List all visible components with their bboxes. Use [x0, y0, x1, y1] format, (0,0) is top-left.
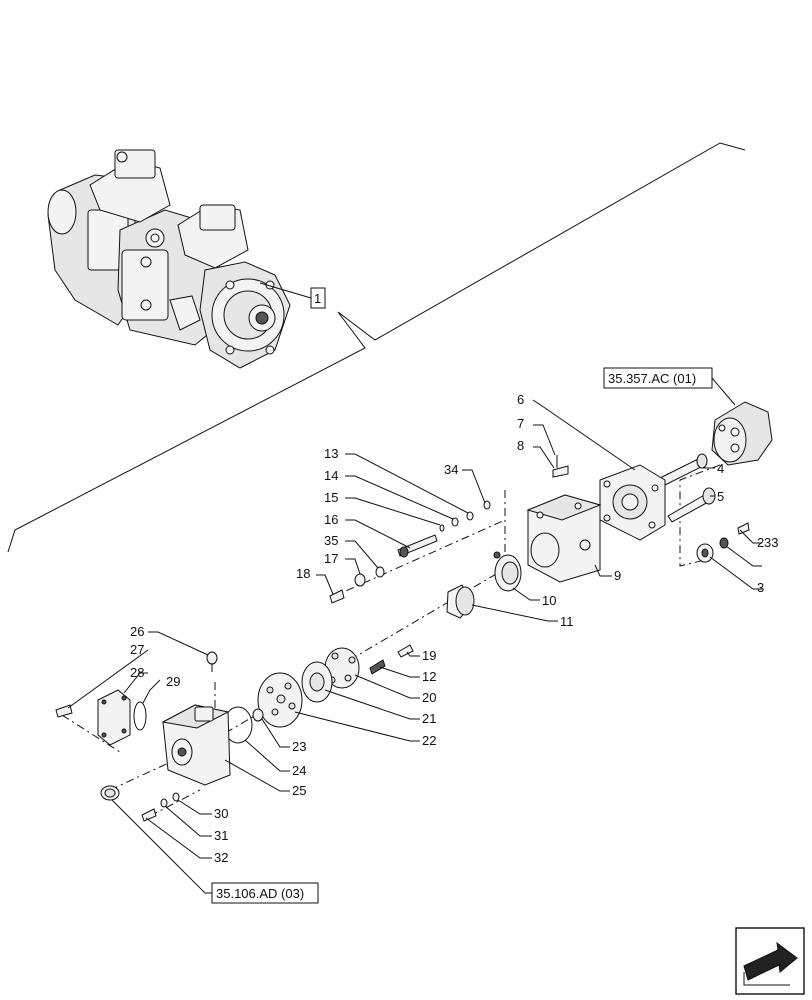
label-2: 2	[757, 535, 764, 550]
label-15: 15	[324, 490, 338, 505]
label-27: 27	[130, 642, 144, 657]
label-9: 9	[614, 568, 621, 583]
part-31-washer	[160, 798, 168, 808]
part-labels: 2 3 4 5 6 7 8 9 10 11 12 13 14 15 16 17 …	[130, 392, 778, 865]
label-16: 16	[324, 512, 338, 527]
part-15-ring	[439, 524, 445, 532]
label-22: 22	[422, 733, 436, 748]
part-5-bolt	[667, 487, 716, 523]
label-12: 12	[422, 669, 436, 684]
part-25-cover-housing	[161, 704, 231, 786]
part-35-washer	[375, 566, 385, 578]
label-23: 23	[292, 739, 306, 754]
gear-pump-reference-part	[711, 401, 773, 466]
label-35: 35	[324, 533, 338, 548]
leader-lines	[67, 399, 762, 894]
part-17-nut	[354, 573, 366, 587]
label-31: 31	[214, 828, 228, 843]
bottom-plug-reference-part	[100, 785, 120, 801]
part-9-housing	[526, 494, 602, 583]
part-29-gasket	[133, 701, 147, 731]
label-32: 32	[214, 850, 228, 865]
assembly-callout-number: 1	[314, 291, 321, 306]
label-8: 8	[517, 438, 524, 453]
part-3-washer	[696, 543, 714, 563]
label-4: 4	[717, 461, 724, 476]
label-24: 24	[292, 763, 306, 778]
label-21: 21	[422, 711, 436, 726]
part-12-spring	[369, 659, 386, 675]
label-25: 25	[292, 783, 306, 798]
part-26-eye-bolt	[206, 651, 218, 672]
label-29: 29	[166, 674, 180, 689]
part-21-swash-plate	[301, 661, 333, 703]
label-33: 33	[764, 535, 778, 550]
hydraulic-pump-assembly	[47, 149, 291, 369]
label-5: 5	[717, 489, 724, 504]
label-10: 10	[542, 593, 556, 608]
part-8-spring-pin	[552, 465, 569, 478]
label-7: 7	[517, 416, 524, 431]
part-34-snap-ring	[483, 500, 491, 510]
part-30-ring	[172, 792, 180, 802]
label-14: 14	[324, 468, 338, 483]
part-32-plug	[141, 808, 157, 822]
reference-link-top-text[interactable]: 35.357.AC (01)	[608, 371, 696, 386]
part-22-retainer-plate	[257, 672, 303, 728]
part-16-spool	[397, 534, 438, 558]
label-30: 30	[214, 806, 228, 821]
part-33-screw	[737, 522, 750, 535]
assembly-callout: 1	[259, 282, 326, 309]
label-6: 6	[517, 392, 524, 407]
label-34: 34	[444, 462, 458, 477]
part-6-flange-plate	[599, 464, 666, 541]
part-18-plug	[329, 589, 345, 604]
label-19: 19	[422, 648, 436, 663]
label-11: 11	[560, 614, 574, 629]
part-2-nut	[719, 537, 729, 549]
part-13-seal-ring	[466, 511, 474, 521]
label-28: 28	[130, 665, 144, 680]
part-4-bolt	[659, 453, 708, 486]
part-14-o-ring	[451, 517, 459, 527]
label-18: 18	[296, 566, 310, 581]
label-13: 13	[324, 446, 338, 461]
label-20: 20	[422, 690, 436, 705]
label-17: 17	[324, 551, 338, 566]
part-23-bushing	[252, 708, 264, 722]
label-3: 3	[757, 580, 764, 595]
part-11-bearing-cup	[446, 584, 475, 619]
reference-link-top[interactable]: 35.357.AC (01)	[603, 367, 736, 406]
part-28-cover-plate	[97, 689, 131, 746]
part-19-pin	[397, 644, 414, 658]
part-10-cylinder-block	[493, 551, 522, 592]
reference-link-bottom[interactable]: 35.106.AD (03)	[211, 882, 319, 904]
arrow-next-icon[interactable]	[735, 927, 805, 995]
section-break-line	[7, 142, 746, 553]
label-26: 26	[130, 624, 144, 639]
reference-link-bottom-text[interactable]: 35.106.AD (03)	[216, 886, 304, 901]
